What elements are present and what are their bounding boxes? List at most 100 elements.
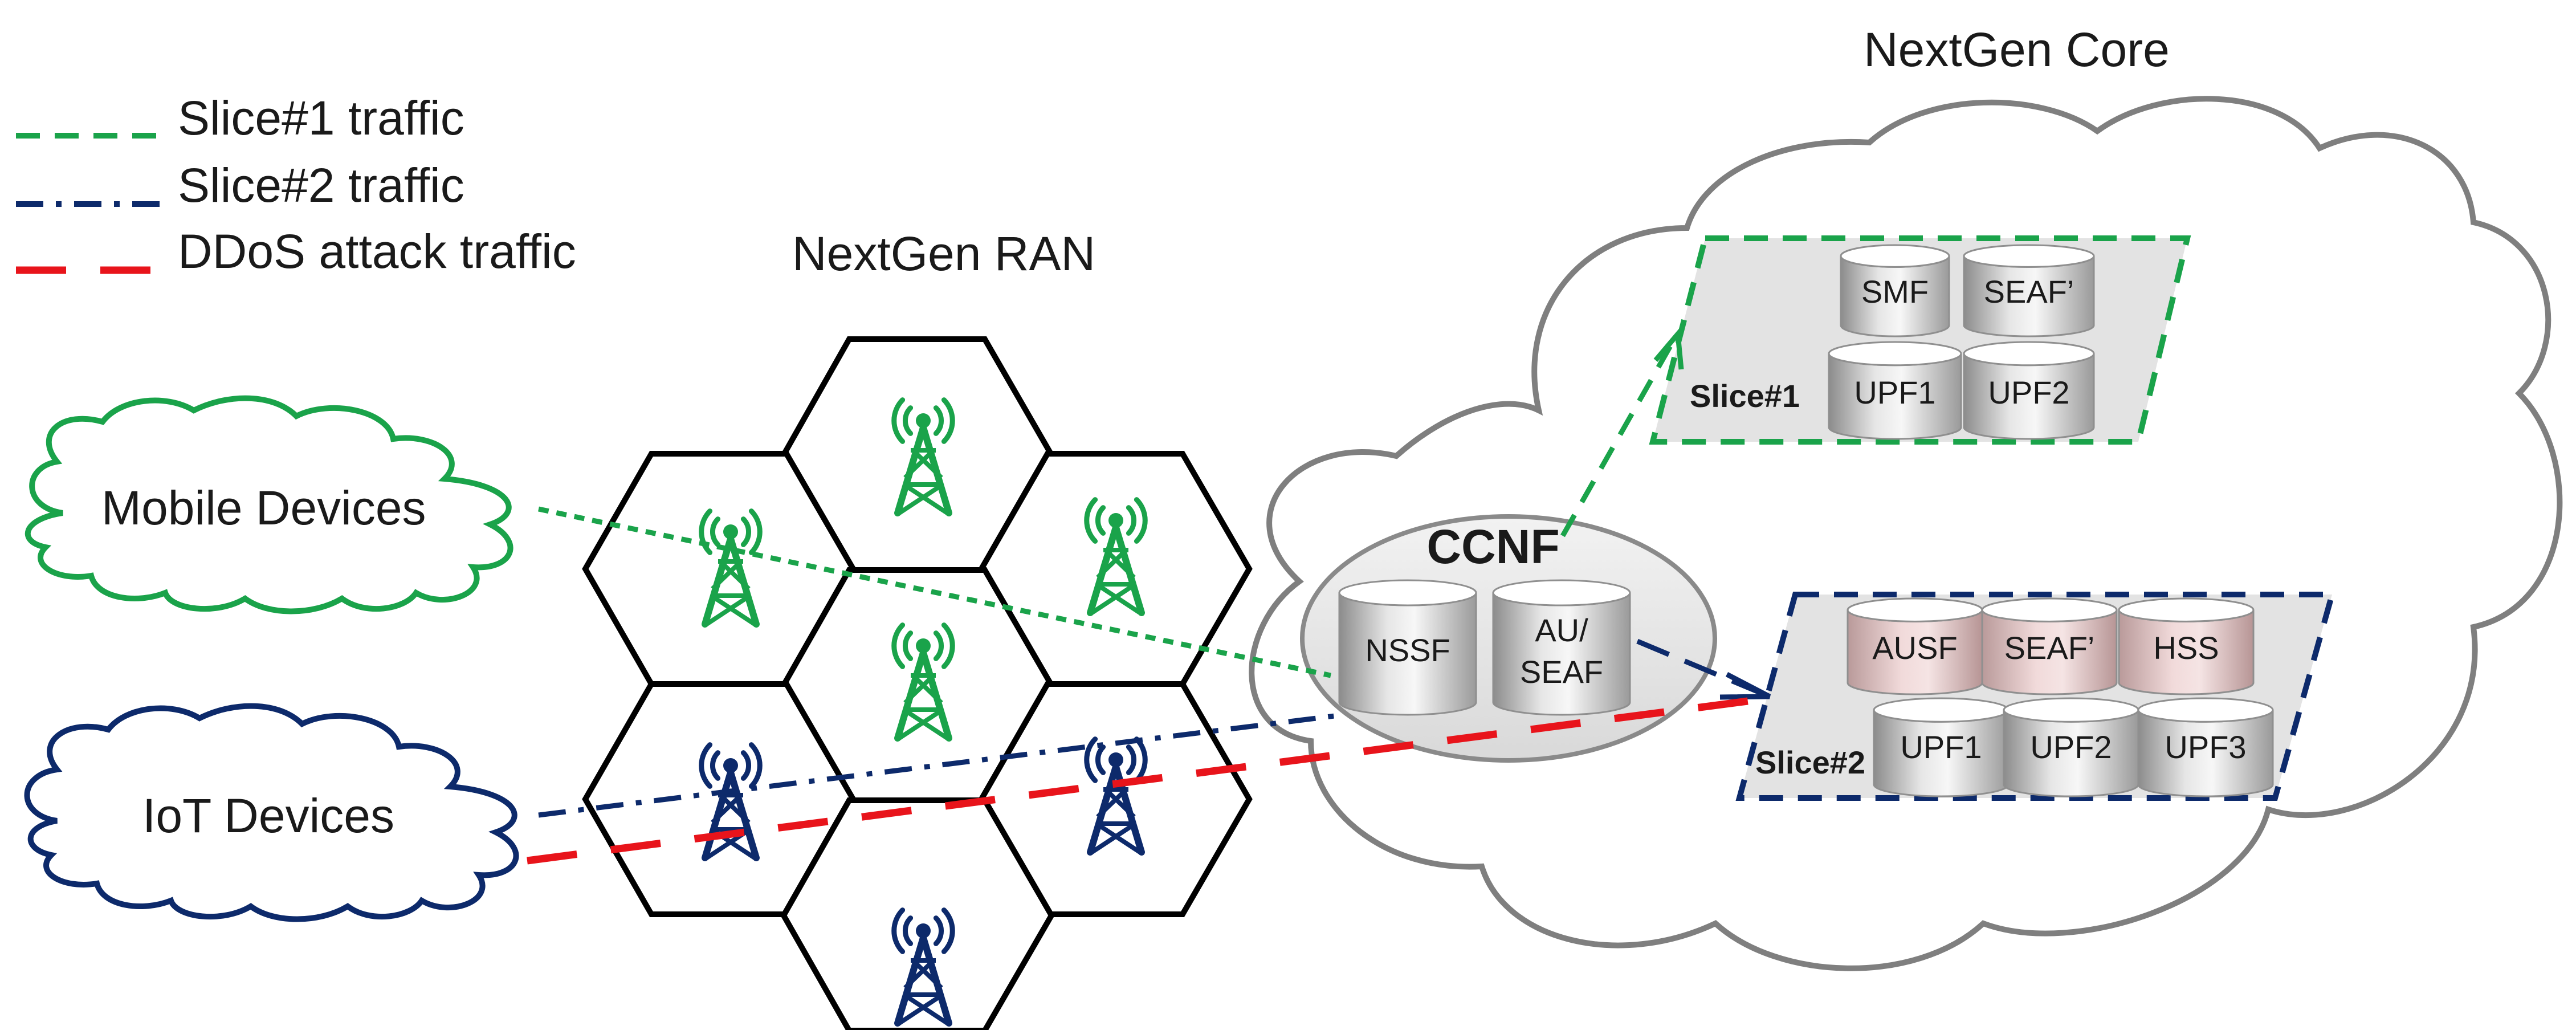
cylinder-top <box>1847 597 1983 622</box>
ccnf-nssf: NSSF <box>1338 579 1477 716</box>
slice2-upf3: UPF3 <box>2137 697 2274 797</box>
slice2-seaf: SEAF’ <box>1981 597 2118 695</box>
tower-crossbars <box>1097 787 1135 826</box>
slice1-smf-label: SMF <box>1861 274 1929 310</box>
cylinder-top <box>1492 579 1631 606</box>
signal-wave-right-1 <box>748 742 763 789</box>
cylinder-top <box>2003 697 2139 723</box>
slice1-arrowhead <box>1653 327 1684 370</box>
legend: Slice#1 traffic Slice#2 traffic DDoS att… <box>16 91 576 278</box>
signal-wave-right-0 <box>1126 505 1136 536</box>
signal-wave-left-1 <box>891 622 906 669</box>
signal-wave-left-1 <box>891 907 906 954</box>
signal-wave-left-1 <box>699 508 713 555</box>
core-title: NextGen Core <box>1864 23 2170 76</box>
antenna-dot <box>916 413 931 428</box>
cylinder-top <box>1338 579 1477 606</box>
slice1-upf2-label: UPF2 <box>1988 374 2069 410</box>
slice1-seaf: SEAF’ <box>1963 244 2095 337</box>
slice2-upf3-label: UPF3 <box>2165 729 2246 765</box>
signal-wave-right-0 <box>740 750 751 781</box>
antenna-dot <box>916 923 931 938</box>
ran-hex-grid <box>582 336 1253 1030</box>
mobile-devices-cloud <box>25 395 513 614</box>
ddos-traffic <box>527 694 1770 865</box>
tower-crossbars <box>904 958 943 997</box>
slice2-hss: HSS <box>2118 597 2255 695</box>
slice1-upf2: UPF2 <box>1963 341 2095 440</box>
signal-wave-left-1 <box>891 397 906 444</box>
tower-center <box>891 622 955 742</box>
signal-wave-left-0 <box>710 750 721 781</box>
tower-top <box>891 397 955 516</box>
cylinder-top <box>1963 244 2095 268</box>
signal-wave-right-0 <box>933 630 944 661</box>
ccnf-au-label-line2: SEAF <box>1520 654 1603 690</box>
slice1-smf: SMF <box>1840 244 1950 337</box>
signal-wave-left-0 <box>903 405 914 436</box>
signal-wave-right-1 <box>941 907 955 954</box>
slice2-label: Slice#2 <box>1755 744 1865 780</box>
slice2-upf1: UPF1 <box>1873 697 2010 797</box>
signal-wave-right-1 <box>1134 736 1148 783</box>
signal-wave-left-1 <box>1084 736 1098 783</box>
signal-wave-left-0 <box>903 915 914 946</box>
legend-ddos-label: DDoS attack traffic <box>178 225 576 278</box>
tower-crossbars <box>904 448 943 487</box>
tower-bracing <box>898 449 949 515</box>
signal-wave-left-0 <box>1095 744 1106 775</box>
slice2-hss-label: HSS <box>2153 630 2219 666</box>
slice1-traffic-ran <box>538 506 1331 678</box>
cylinder-top <box>1981 597 2118 622</box>
signal-wave-right-0 <box>1126 744 1136 775</box>
tower-upper-right <box>1084 497 1148 616</box>
mobile-devices-label: Mobile Devices <box>101 481 426 535</box>
signal-wave-right-1 <box>748 508 763 555</box>
signal-wave-left-0 <box>903 630 914 661</box>
antenna-dot <box>723 524 738 539</box>
signal-wave-right-0 <box>740 516 751 547</box>
ccnf-nssf-label: NSSF <box>1365 632 1450 668</box>
ccnf-au-seaf: AU/ SEAF <box>1492 579 1631 716</box>
tower-bracing <box>705 560 756 626</box>
signal-wave-right-0 <box>933 405 944 436</box>
slice2-seaf-label: SEAF’ <box>2004 630 2095 666</box>
slice2-arrowhead <box>1719 672 1771 700</box>
legend-slice2-label: Slice#2 traffic <box>178 158 464 212</box>
antenna-dot <box>916 638 931 653</box>
legend-slice1-label: Slice#1 traffic <box>178 91 464 145</box>
slice1-label: Slice#1 <box>1690 378 1800 414</box>
tower-crossbars <box>1097 548 1135 587</box>
tower-bracing <box>898 674 949 740</box>
slice1-upf1: UPF1 <box>1828 341 1962 440</box>
slice2-ausf-label: AUSF <box>1872 630 1957 666</box>
antenna-dot <box>1108 752 1123 767</box>
signal-wave-left-0 <box>1095 505 1106 536</box>
slice2-traffic-ran <box>538 713 1340 818</box>
cylinder-top <box>2118 597 2255 622</box>
cylinder-top <box>1840 244 1950 268</box>
signal-wave-right-1 <box>1134 497 1148 544</box>
slice1-seaf-label: SEAF’ <box>1984 274 2074 310</box>
antenna-dot <box>723 758 738 773</box>
slice2-upf1-label: UPF1 <box>1900 729 1982 765</box>
ccnf-label: CCNF <box>1426 520 1559 573</box>
cylinder-top <box>1828 341 1962 367</box>
signal-wave-right-1 <box>941 622 955 669</box>
iot-devices-label: IoT Devices <box>142 789 394 842</box>
tower-bracing <box>705 793 756 860</box>
cylinder-top <box>1963 341 2095 367</box>
signal-wave-left-0 <box>710 516 721 547</box>
ccnf-au-label-line1: AU/ <box>1535 612 1588 648</box>
tower-upper-left <box>699 508 763 628</box>
iot-devices-cloud <box>24 703 519 922</box>
signal-wave-right-1 <box>941 397 955 444</box>
cylinder-top <box>2137 697 2274 723</box>
tower-bottom <box>891 907 955 1027</box>
slice2-upf2-label: UPF2 <box>2030 729 2112 765</box>
signal-wave-left-1 <box>699 742 713 789</box>
ran-title: NextGen RAN <box>792 227 1095 280</box>
tower-bracing <box>1090 548 1142 615</box>
tower-bracing <box>898 959 949 1025</box>
